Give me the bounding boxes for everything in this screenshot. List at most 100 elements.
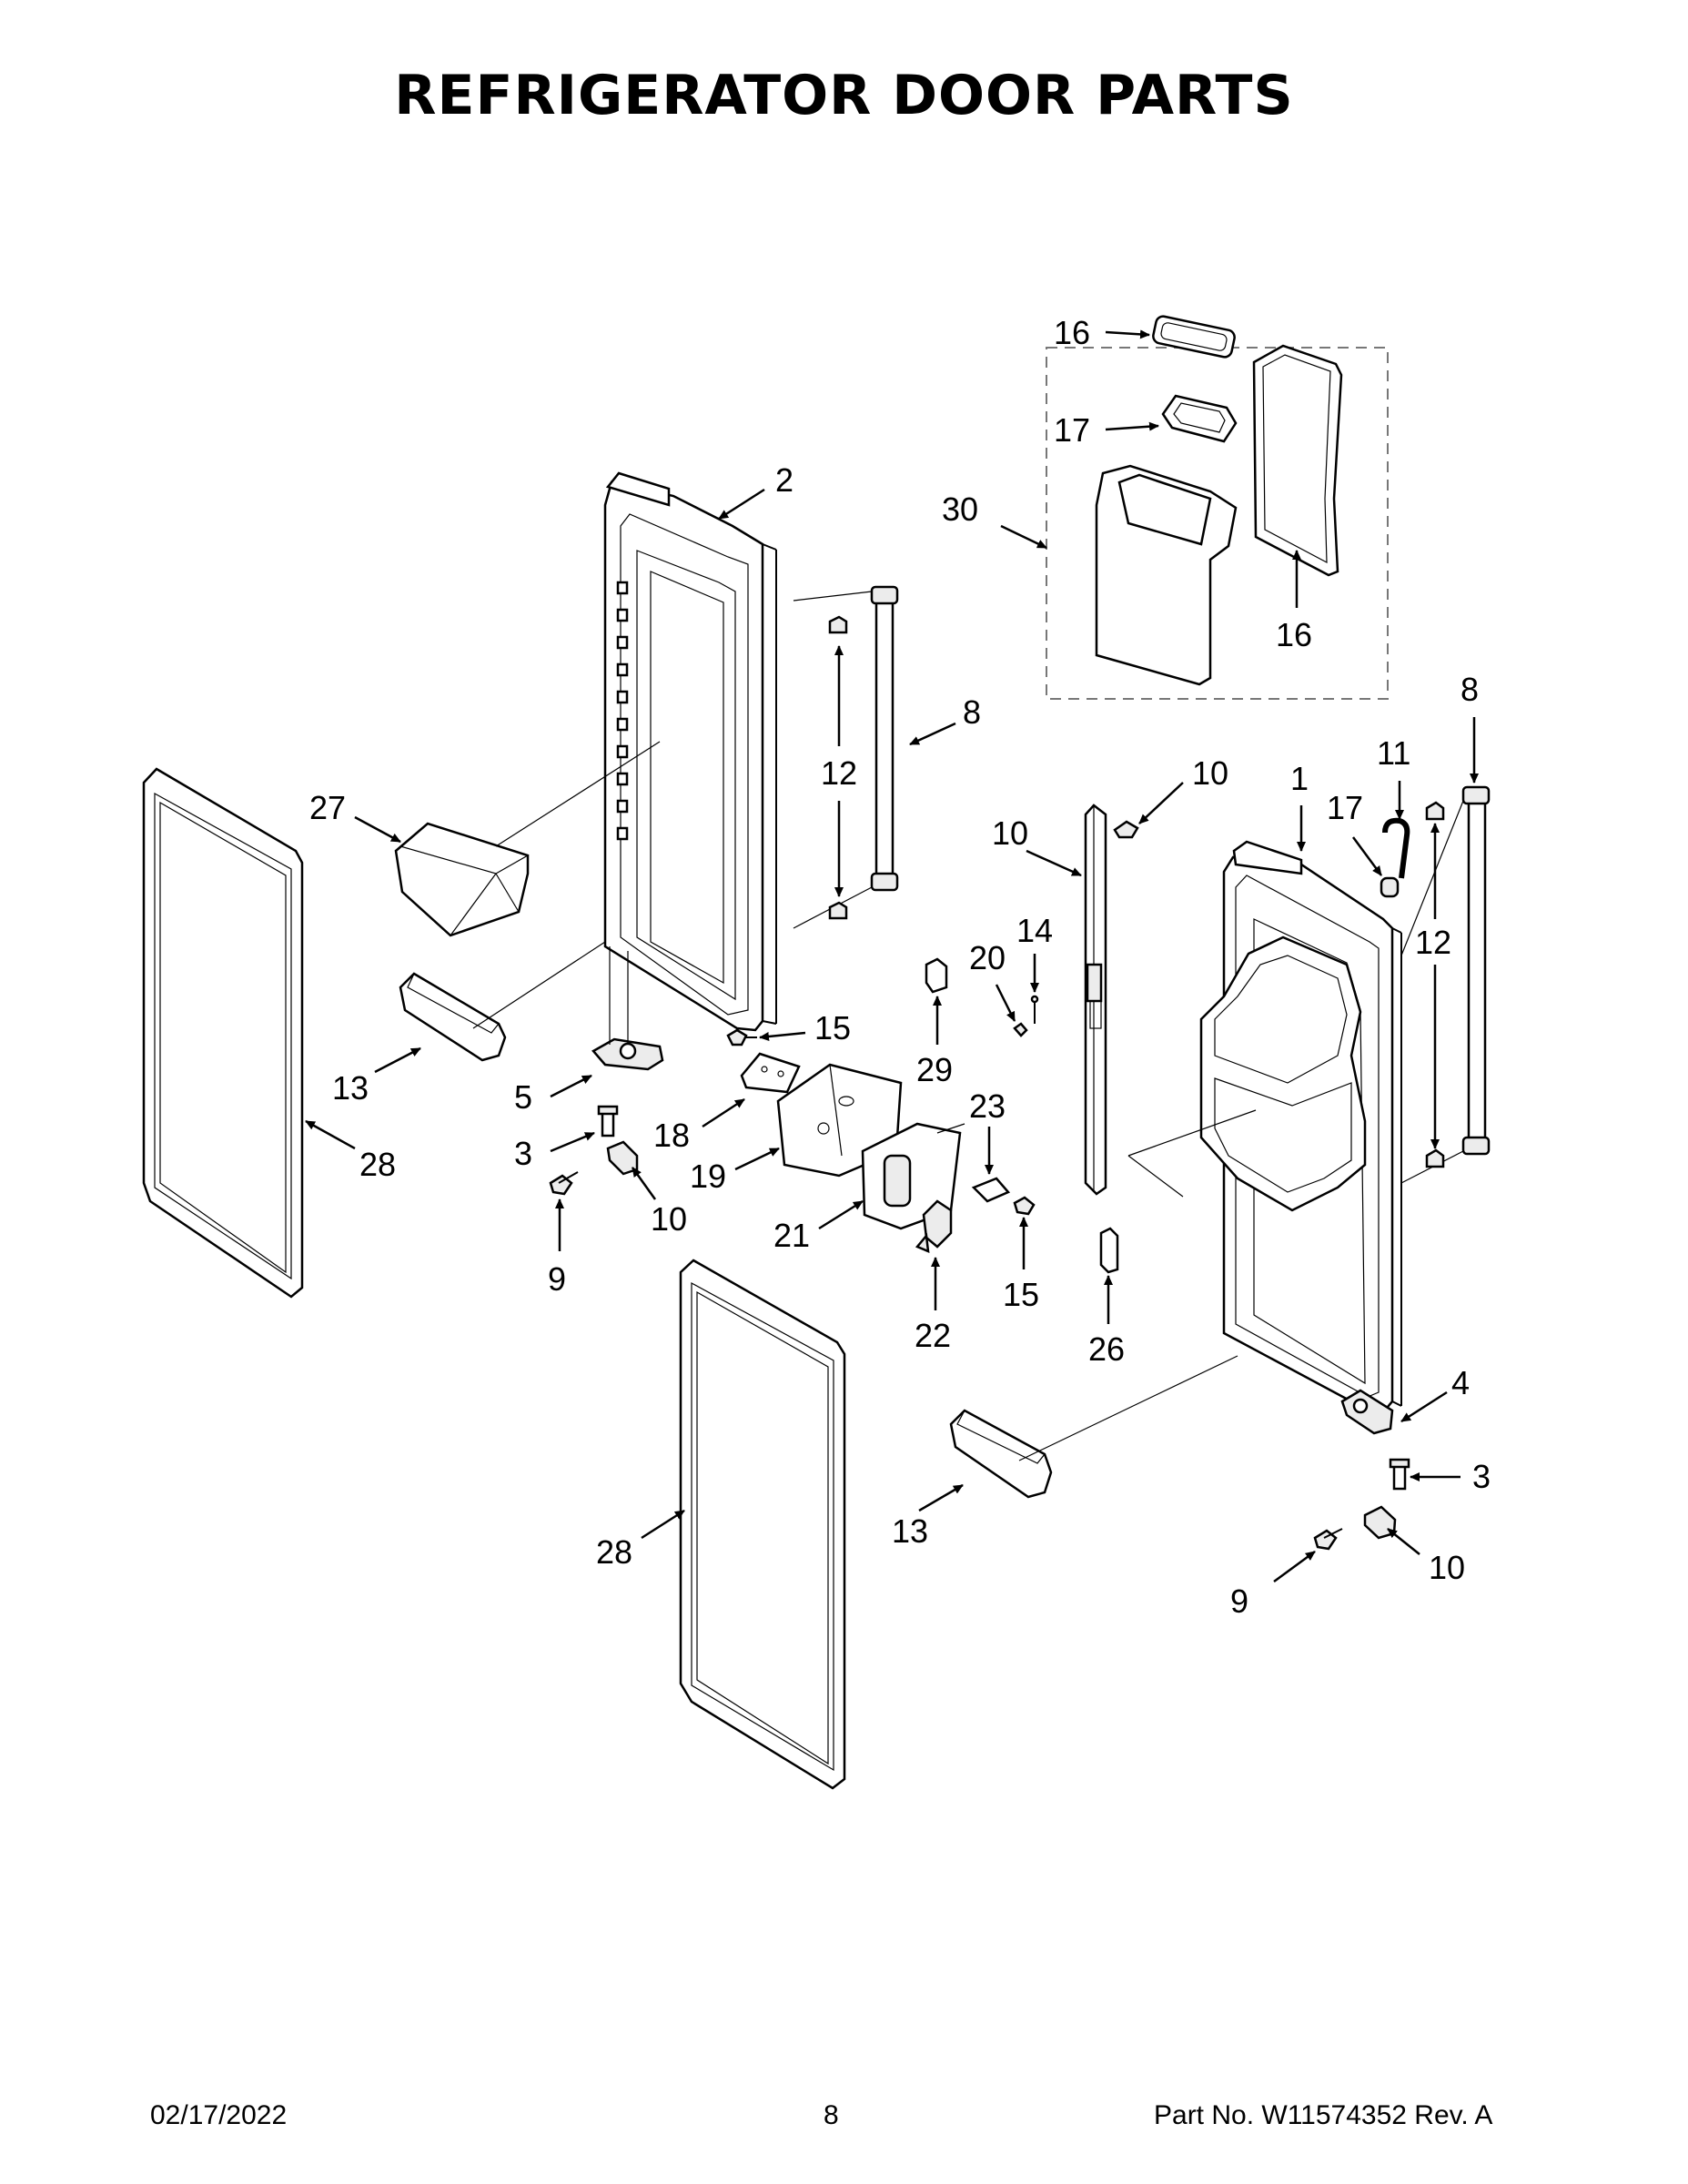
dispenser-screw-20 <box>1013 1022 1028 1037</box>
callout-22: 22 <box>915 1317 951 1354</box>
leader-9-right <box>1273 1550 1316 1583</box>
lower-door-gasket <box>679 1259 846 1790</box>
footer-page-number: 8 <box>824 2100 839 2130</box>
leader-lines <box>305 329 1479 1583</box>
leader-13-right <box>918 1483 964 1512</box>
dispenser-clip-29 <box>925 957 948 994</box>
callout-18: 18 <box>653 1117 690 1154</box>
dispenser-plate-23 <box>971 1177 1011 1203</box>
leader-6 <box>1026 849 1082 877</box>
right-handle-mounting-studs <box>1425 801 1445 1168</box>
leader-3-left <box>550 1131 595 1153</box>
leader-4 <box>1400 1390 1448 1423</box>
callout-17: 17 <box>1327 789 1363 826</box>
door-bin-large <box>394 741 661 937</box>
leader-18 <box>702 1097 745 1128</box>
callout-15-lower: 15 <box>1003 1276 1039 1313</box>
callout-10-left: 10 <box>651 1200 687 1238</box>
leader-2 <box>718 488 765 521</box>
footer-date: 02/17/2022 <box>150 2100 288 2130</box>
callout-30: 30 <box>942 490 978 528</box>
right-hinge-pin <box>1389 1458 1410 1491</box>
leader-8-left <box>909 722 956 746</box>
callout-21: 21 <box>773 1217 810 1254</box>
callout-8-left: 8 <box>963 693 981 731</box>
right-lower-hinge <box>1340 1389 1394 1435</box>
callout-labels: 16 17 30 16 2 8 12 27 13 28 5 3 10 9 15 … <box>309 314 1491 1620</box>
leader-28-lower <box>641 1509 685 1540</box>
dispenser-spring-14 <box>1030 995 1039 1024</box>
callout-16: 16 <box>1276 616 1312 653</box>
callout-19: 19 <box>690 1158 726 1195</box>
callout-13-right: 13 <box>892 1512 928 1550</box>
callout-5: 5 <box>514 1078 532 1116</box>
callout-25: 17 <box>1054 411 1090 449</box>
callout-1: 1 <box>1290 760 1309 797</box>
leader-15-upper <box>759 1031 806 1041</box>
left-hinge-pin <box>597 1105 619 1138</box>
screw-15-lower <box>1013 1196 1036 1216</box>
leader-30 <box>1000 524 1047 550</box>
callout-8-right: 8 <box>1461 671 1479 708</box>
callout-6: 10 <box>992 814 1028 852</box>
dispenser-motor-22 <box>915 1199 953 1253</box>
filter-cover-seal <box>1161 394 1238 443</box>
callout-28-lower: 28 <box>596 1533 632 1571</box>
leader-25 <box>1105 421 1159 431</box>
leader-19 <box>734 1147 780 1171</box>
callout-27: 27 <box>309 789 346 826</box>
callout-14: 14 <box>1016 912 1053 949</box>
center-flipper-mullion <box>1084 804 1107 1196</box>
leader-28-left <box>305 1119 356 1150</box>
mullion-bracket-26 <box>1099 1227 1119 1274</box>
leader-10-right <box>1387 1528 1420 1555</box>
callout-10-right: 10 <box>1429 1549 1465 1586</box>
leader-21 <box>818 1199 864 1230</box>
callout-12-left: 12 <box>821 754 857 792</box>
water-fill-tube-11 <box>1382 817 1410 879</box>
left-door-assembly <box>603 471 777 1032</box>
page-title: REFRIGERATOR DOOR PARTS <box>394 64 1294 127</box>
callout-3-left: 3 <box>514 1135 532 1172</box>
water-valve-17 <box>1380 876 1400 898</box>
footer-part-number: Part No. W11574352 Rev. A <box>1154 2100 1493 2130</box>
filter-housing-cover <box>1095 464 1238 686</box>
filter-housing-gasket <box>1252 344 1343 577</box>
callout-24: 16 <box>1054 314 1090 351</box>
mullion-screw-7 <box>1113 820 1139 839</box>
left-door-shelf-clips <box>616 581 629 841</box>
door-bin-small-left <box>399 941 606 1062</box>
callout-23: 23 <box>969 1087 1006 1125</box>
left-lower-hinge <box>591 946 664 1071</box>
leader-5 <box>550 1074 592 1098</box>
right-door-handle <box>1400 785 1491 1184</box>
screw-15-upper <box>726 1028 757 1046</box>
right-hinge-bushing <box>1363 1505 1397 1540</box>
left-door-gasket <box>142 767 304 1299</box>
callout-15-upper: 15 <box>814 1009 851 1046</box>
leader-13-left <box>374 1046 421 1074</box>
leader-17 <box>1351 836 1383 876</box>
door-bin-small-right <box>949 1355 1238 1499</box>
callout-29: 29 <box>916 1051 953 1088</box>
callout-9-right: 9 <box>1230 1582 1248 1620</box>
callout-13-left: 13 <box>332 1069 369 1107</box>
leader-20 <box>995 984 1016 1022</box>
right-hinge-screw <box>1313 1528 1343 1551</box>
filter-cover-gasket <box>1152 315 1236 359</box>
callout-28-left: 28 <box>359 1146 396 1183</box>
callout-11: 11 <box>1377 734 1410 772</box>
callout-4: 4 <box>1451 1364 1470 1401</box>
leader-10-left <box>631 1167 657 1200</box>
left-hinge-screw <box>549 1171 579 1196</box>
leader-24 <box>1105 329 1150 339</box>
callout-7: 10 <box>1192 754 1228 792</box>
left-handle-mounting-studs <box>828 615 848 920</box>
right-door-assembly <box>1127 840 1402 1414</box>
callout-3-right: 3 <box>1472 1458 1491 1495</box>
dispenser-bracket-18 <box>740 1052 801 1094</box>
callout-9-left: 9 <box>548 1260 566 1298</box>
leader-7 <box>1138 782 1184 824</box>
callout-12-right: 12 <box>1415 924 1451 961</box>
